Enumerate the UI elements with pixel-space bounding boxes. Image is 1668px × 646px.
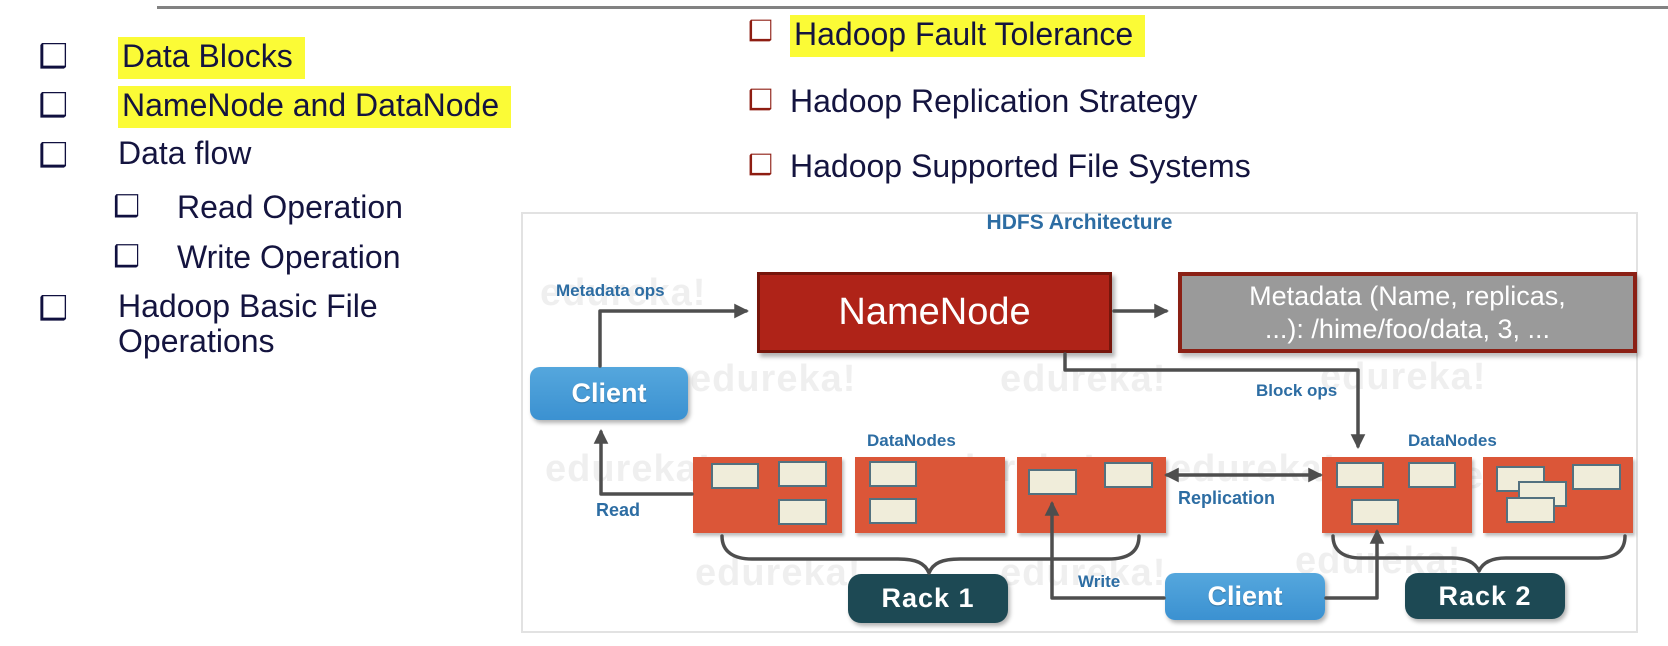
checkbox-bullet-icon: ❑ xyxy=(38,136,68,173)
list-item: ❑ Hadoop Basic File Operations xyxy=(35,289,463,358)
list-item-label: Hadoop Supported File Systems xyxy=(790,148,1251,184)
checkbox-bullet-icon: ❑ xyxy=(113,240,140,273)
watermark: edureka! xyxy=(1000,358,1167,400)
rack1-box: Rack 1 xyxy=(848,574,1008,623)
datanode-box xyxy=(1322,457,1472,533)
diagram-title: HDFS Architecture xyxy=(986,211,1173,234)
list-item-label: Data flow xyxy=(118,135,252,171)
checkbox-bullet-icon: ❑ xyxy=(747,149,773,180)
data-block xyxy=(1572,464,1621,490)
metadata-ops-label: Metadata ops xyxy=(556,281,665,300)
datanode-box xyxy=(1017,457,1166,533)
datanodes-label-left: DataNodes xyxy=(867,431,956,450)
data-block xyxy=(711,463,759,489)
watermark: edureka! xyxy=(540,272,707,314)
datanode-box xyxy=(1483,457,1633,533)
list-item: ❑ NameNode and DataNode xyxy=(35,86,512,128)
metadata-box: Metadata (Name, replicas, ...): /hime/fo… xyxy=(1178,272,1637,353)
data-block xyxy=(1336,462,1384,488)
read-label: Read xyxy=(596,500,641,520)
client-top-box: Client xyxy=(530,367,688,420)
list-item-label: NameNode and DataNode xyxy=(118,86,512,128)
data-block xyxy=(1104,462,1153,488)
datanode-box xyxy=(693,457,842,533)
data-block xyxy=(1408,462,1456,488)
checkbox-bullet-icon: ❑ xyxy=(38,289,68,326)
write-label: Write xyxy=(1078,572,1121,591)
watermark: edureka! xyxy=(1170,448,1337,490)
datanode-box xyxy=(855,457,1005,533)
data-block xyxy=(778,461,827,487)
data-block xyxy=(1506,497,1555,523)
list-item: ❑ Data Blocks xyxy=(35,37,305,79)
data-block xyxy=(778,499,827,525)
checkbox-bullet-icon: ❑ xyxy=(38,86,68,123)
block-ops-label: Block ops xyxy=(1256,381,1338,400)
watermark: edureka! xyxy=(695,552,862,594)
list-item-label: Hadoop Replication Strategy xyxy=(790,83,1198,119)
metadata-line1: Metadata (Name, replicas, xyxy=(1249,281,1566,312)
list-item-sub: ❑ Write Operation xyxy=(110,239,401,275)
checkbox-bullet-icon: ❑ xyxy=(747,15,773,46)
data-block xyxy=(869,498,917,524)
replication-label: Replication xyxy=(1178,488,1276,508)
checkbox-bullet-icon: ❑ xyxy=(38,37,68,74)
list-item: ❑ Hadoop Supported File Systems xyxy=(745,149,1251,184)
data-block xyxy=(1351,499,1399,525)
list-item-label: Hadoop Fault Tolerance xyxy=(790,15,1146,57)
list-item-label: Hadoop Basic File Operations xyxy=(118,288,378,359)
checkbox-bullet-icon: ❑ xyxy=(113,190,140,223)
watermark: edureka! xyxy=(1320,356,1487,398)
list-item-label: Write Operation xyxy=(177,239,401,275)
watermark: edureka! xyxy=(545,448,712,490)
list-item-label: Read Operation xyxy=(177,189,403,225)
namenode-box: NameNode xyxy=(757,272,1112,353)
list-item: ❑ Hadoop Fault Tolerance xyxy=(745,15,1146,57)
list-item: ❑ Data flow xyxy=(35,135,252,173)
list-item-label: Data Blocks xyxy=(118,37,305,79)
client-bottom-box: Client xyxy=(1165,573,1325,620)
list-item: ❑ Hadoop Replication Strategy xyxy=(745,84,1197,119)
list-item-sub: ❑ Read Operation xyxy=(110,190,403,225)
top-divider xyxy=(157,6,1668,9)
rack2-box: Rack 2 xyxy=(1405,573,1565,619)
data-block xyxy=(1028,469,1077,495)
data-block xyxy=(869,461,917,487)
watermark: edureka! xyxy=(690,358,857,400)
metadata-line2: ...): /hime/foo/data, 3, ... xyxy=(1264,313,1551,344)
datanodes-label-right: DataNodes xyxy=(1408,431,1497,450)
checkbox-bullet-icon: ❑ xyxy=(747,84,773,115)
